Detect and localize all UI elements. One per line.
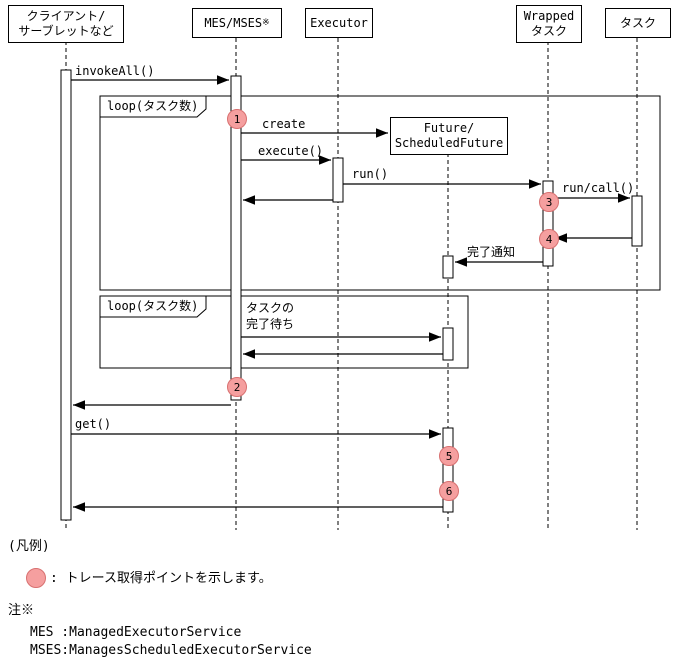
- message-create-label: create: [262, 117, 306, 131]
- activation-client: [60, 69, 72, 521]
- loop-tab-2: [99, 295, 207, 318]
- message-runcall-label: run/call(): [562, 181, 635, 195]
- trace-point-3: 3: [539, 192, 559, 212]
- wrapped-label-line2: タスク: [530, 24, 567, 38]
- footnote-mses: MSES:ManagesScheduledExecutorService: [30, 643, 312, 658]
- trace-point-4: 4: [539, 229, 559, 249]
- trace-point-2: 2: [227, 377, 247, 397]
- message-wait-label: タスクの 完了待ち: [246, 300, 294, 332]
- wait-label-line1: タスクの: [246, 301, 295, 315]
- activation-wrapped: [542, 180, 554, 267]
- mes-note-mark: ※: [262, 17, 270, 28]
- message-completion-label: 完了通知: [467, 245, 516, 259]
- legend-trace-icon: [26, 568, 46, 588]
- loop-label-2: loop(タスク数): [107, 299, 199, 313]
- executor-label: Executor: [310, 15, 368, 30]
- lifeline-header-wrapped: Wrapped タスク: [516, 5, 582, 43]
- mes-label: MES/MSES: [204, 15, 263, 30]
- trace-point-5: 5: [439, 446, 459, 466]
- client-label-line1: クライアント/: [26, 9, 106, 23]
- trace-point-1: 1: [227, 109, 247, 129]
- message-execute-label: execute(): [258, 144, 324, 158]
- trace-point-6: 6: [439, 481, 459, 501]
- task-label: タスク: [619, 15, 656, 30]
- lifeline-header-executor: Executor: [305, 8, 373, 38]
- activation-future-2: [442, 327, 454, 361]
- message-run-label: run(): [352, 167, 389, 181]
- lifeline-header-mes: MES/MSES※: [192, 8, 282, 38]
- wait-label-line2: 完了待ち: [246, 317, 295, 331]
- client-label-line2: サーブレットなど: [18, 24, 114, 38]
- message-invokeall-label: invokeAll(): [75, 64, 155, 78]
- activation-task: [631, 195, 643, 247]
- loop-label-1: loop(タスク数): [107, 99, 199, 113]
- footnote-heading: 注※: [8, 603, 35, 618]
- activation-executor: [332, 157, 344, 203]
- lifeline-header-task: タスク: [605, 8, 671, 38]
- legend-heading: (凡例): [8, 539, 50, 554]
- future-label-line1: Future/: [423, 121, 475, 135]
- future-label-line2: ScheduledFuture: [394, 136, 504, 150]
- message-get-label: get(): [75, 417, 112, 431]
- loop-frame-2: [99, 295, 469, 369]
- future-object-box: Future/ ScheduledFuture: [390, 117, 508, 155]
- activation-future-1: [442, 255, 454, 279]
- activation-mes: [230, 75, 242, 401]
- lifeline-header-client: クライアント/ サーブレットなど: [8, 5, 124, 43]
- wrapped-label-line1: Wrapped: [523, 9, 575, 23]
- loop-tab-1: [99, 95, 207, 118]
- footnote-mes: MES :ManagedExecutorService: [30, 625, 242, 640]
- activation-future-3: [442, 427, 454, 513]
- loop-frame-1: [99, 95, 661, 291]
- legend-description: : トレース取得ポイントを示します。: [50, 571, 272, 586]
